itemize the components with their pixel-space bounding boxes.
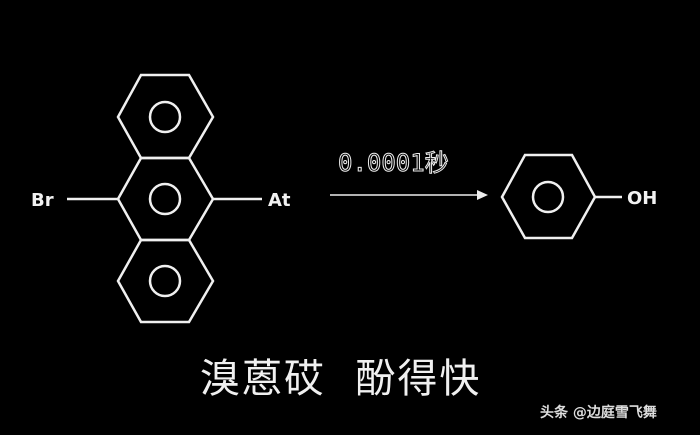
reaction-time-label: 0.0001秒 — [338, 149, 449, 177]
bottom-benzene-ring — [116, 238, 215, 324]
reaction-arrow — [330, 190, 488, 200]
middle-aromatic-circle — [148, 182, 182, 216]
caption: 溴蒽砹 酚得快 — [200, 356, 482, 402]
phenol-ring — [500, 153, 597, 240]
watermark: 头条 @边庭雪飞舞 — [540, 405, 657, 421]
phenol-aromatic-circle — [531, 180, 565, 214]
bottom-aromatic-circle — [148, 264, 182, 298]
top-aromatic-circle — [148, 100, 182, 134]
top-benzene-ring — [116, 73, 215, 160]
middle-benzene-ring — [116, 156, 215, 242]
at-label: At — [268, 190, 291, 211]
oh-label: OH — [627, 188, 657, 209]
br-label: Br — [31, 190, 54, 211]
